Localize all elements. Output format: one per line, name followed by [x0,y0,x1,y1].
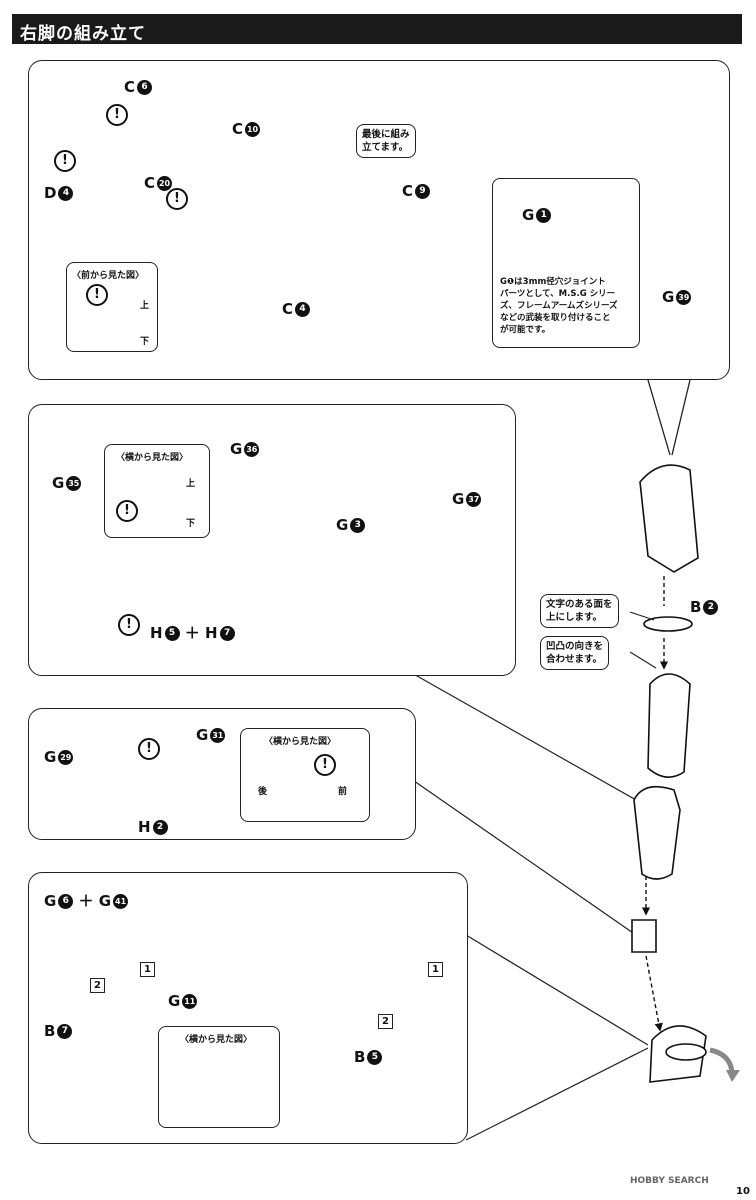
side-view-box [158,1026,280,1128]
page-number: 10 [736,1186,750,1197]
side-view-title: 〈横から見た図〉 [264,737,337,747]
side-view-box [240,728,370,822]
caution-icon: ! [106,104,128,126]
note-text-side-up: 文字のある面を 上にします。 [540,594,619,628]
side-view-title: 〈横から見た図〉 [180,1035,253,1045]
step-number: 1 [140,962,155,977]
caution-icon: ! [314,754,336,776]
front-view-box [66,262,158,352]
g1-info-box [492,178,640,348]
label-front: 前 [338,787,348,797]
section-title: 右脚の組み立て [20,24,146,44]
caution-icon: ! [118,614,140,636]
caution-icon: ! [54,150,76,172]
watermark: HOBBY SEARCH [630,1176,709,1186]
step-number: 2 [90,978,105,993]
caution-icon: ! [166,188,188,210]
label-down: 下 [186,519,196,529]
panel-step-2 [28,404,516,676]
step-number: 2 [378,1014,393,1029]
label-up: 上 [140,301,150,311]
section-title-bar: 右脚の組み立て [12,14,742,44]
front-view-title: 〈前から見た図〉 [72,271,145,281]
caution-icon: ! [116,500,138,522]
step-number: 1 [428,962,443,977]
assembled-leg-art [631,464,707,1083]
label-down: 下 [140,337,150,347]
label-up: 上 [186,479,196,489]
caution-icon: ! [138,738,160,760]
note-align-ridges: 凹凸の向きを 合わせます。 [540,636,610,670]
side-view-title: 〈横から見た図〉 [116,453,189,463]
note-assemble-last: 最後に組み 立てます。 [356,124,416,158]
caution-icon: ! [86,284,108,306]
note-g1-joint: G❶は3mm径穴ジョイント パーツとして、M.S.G シリー ズ、フレームアーム… [500,277,618,335]
label-back: 後 [258,787,268,797]
side-view-box [104,444,210,538]
